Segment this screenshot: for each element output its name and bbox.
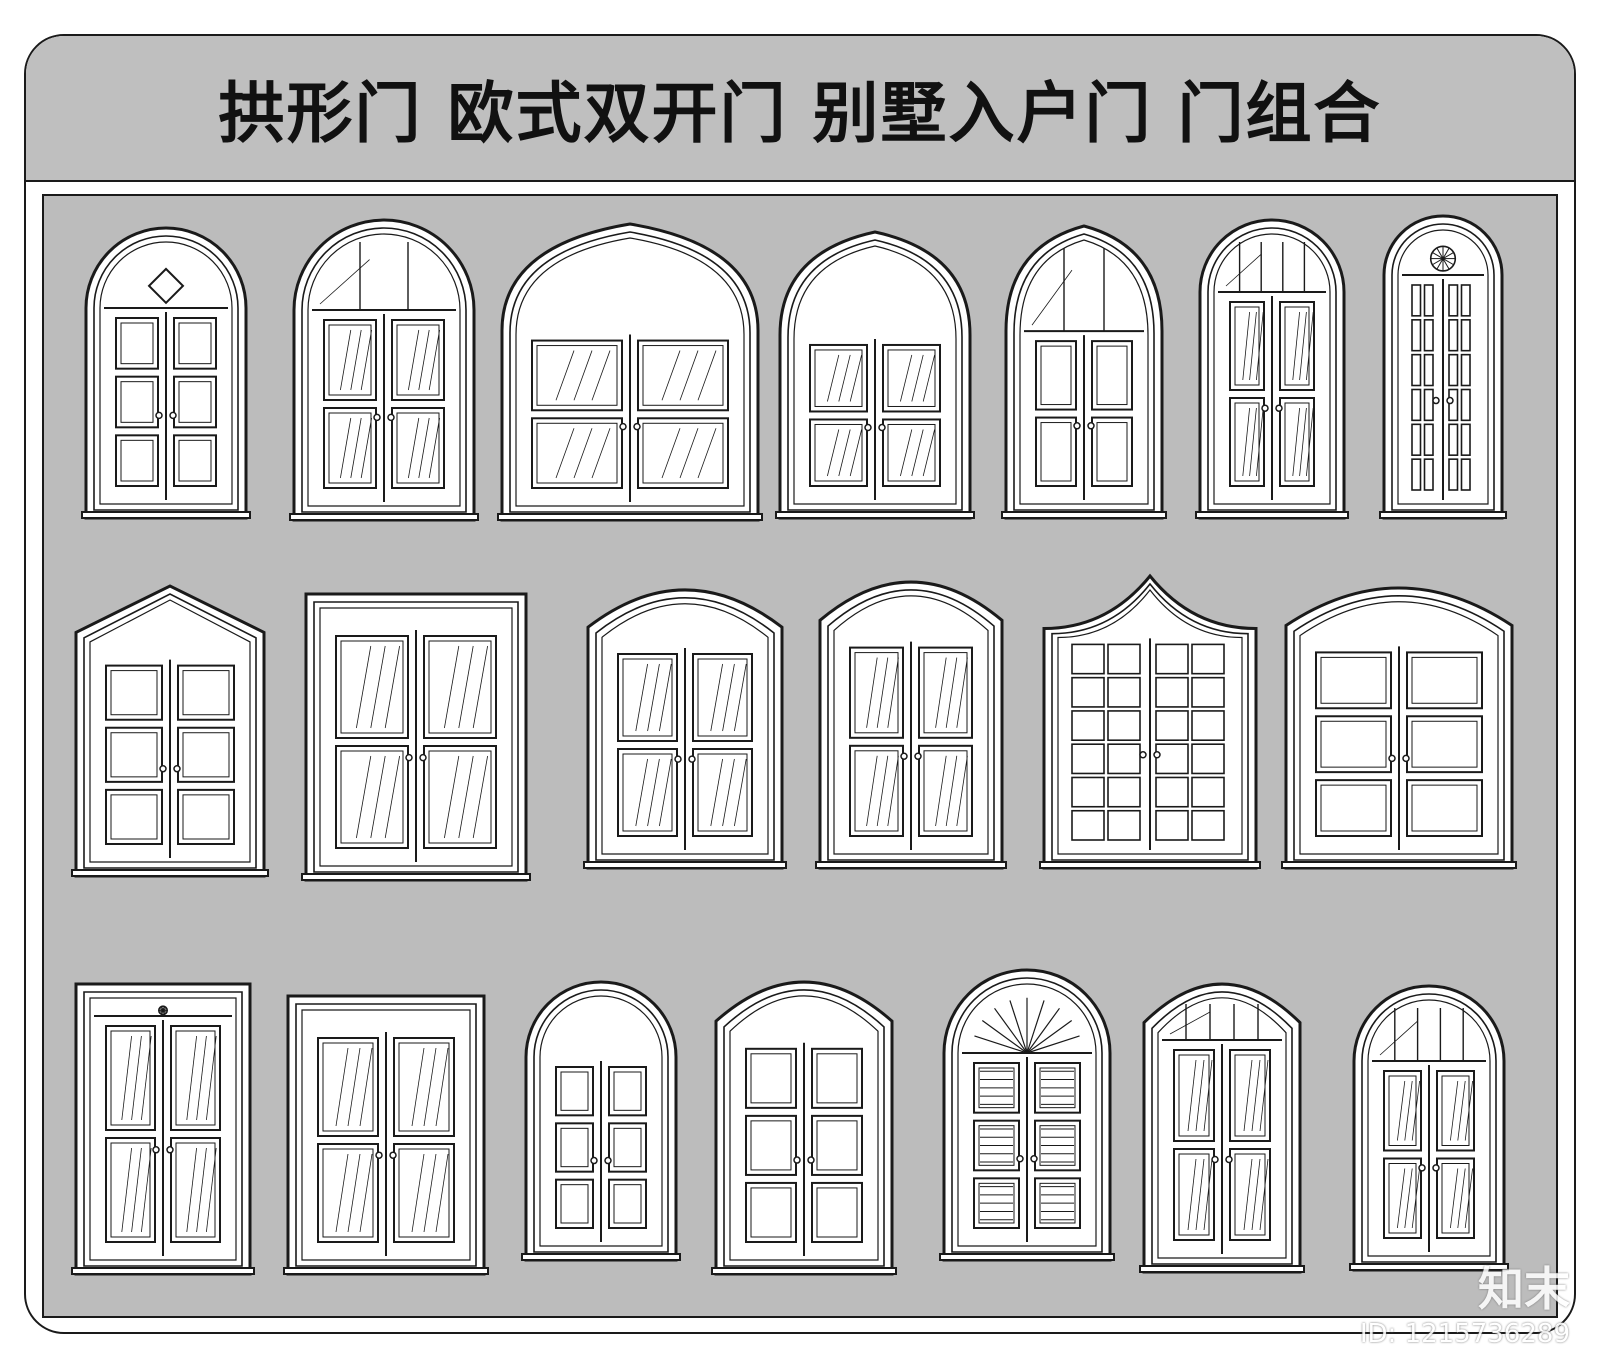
door-elevation: [289, 218, 479, 522]
door-elevation: [283, 994, 489, 1276]
door-elevation: [1001, 224, 1167, 520]
door-catalog-panel: [42, 194, 1558, 1318]
door-elevation: [71, 982, 255, 1276]
door-elevation: [1195, 218, 1349, 520]
door-elevation: [521, 980, 681, 1262]
door-elevations: [71, 214, 1517, 1276]
door-elevation: [301, 592, 531, 882]
door-elevation: [1379, 214, 1507, 520]
door-elevation: [497, 222, 763, 522]
door-elevation: [583, 588, 787, 870]
door-elevation: [1349, 984, 1509, 1272]
door-elevation: [1039, 573, 1261, 870]
door-elevation: [81, 226, 251, 520]
watermark-id: ID: 1215736289: [1359, 1319, 1570, 1349]
door-elevation: [775, 230, 975, 520]
door-elevation: [711, 980, 897, 1276]
drawing-frame: 拱形门 欧式双开门 别墅入户门 门组合: [24, 34, 1576, 1334]
watermark-logo: 知末: [1478, 1262, 1570, 1316]
door-elevation: [939, 968, 1115, 1262]
page-title: 拱形门 欧式双开门 别墅入户门 门组合: [218, 75, 1382, 152]
door-elevation: [1281, 586, 1517, 870]
title-banner: 拱形门 欧式双开门 别墅入户门 门组合: [26, 36, 1574, 182]
door-elevation: [71, 584, 269, 878]
door-elevation: [815, 580, 1007, 870]
door-elevation: [1139, 982, 1305, 1274]
watermark: 知末 ID: 1215736289: [1360, 1253, 1570, 1349]
